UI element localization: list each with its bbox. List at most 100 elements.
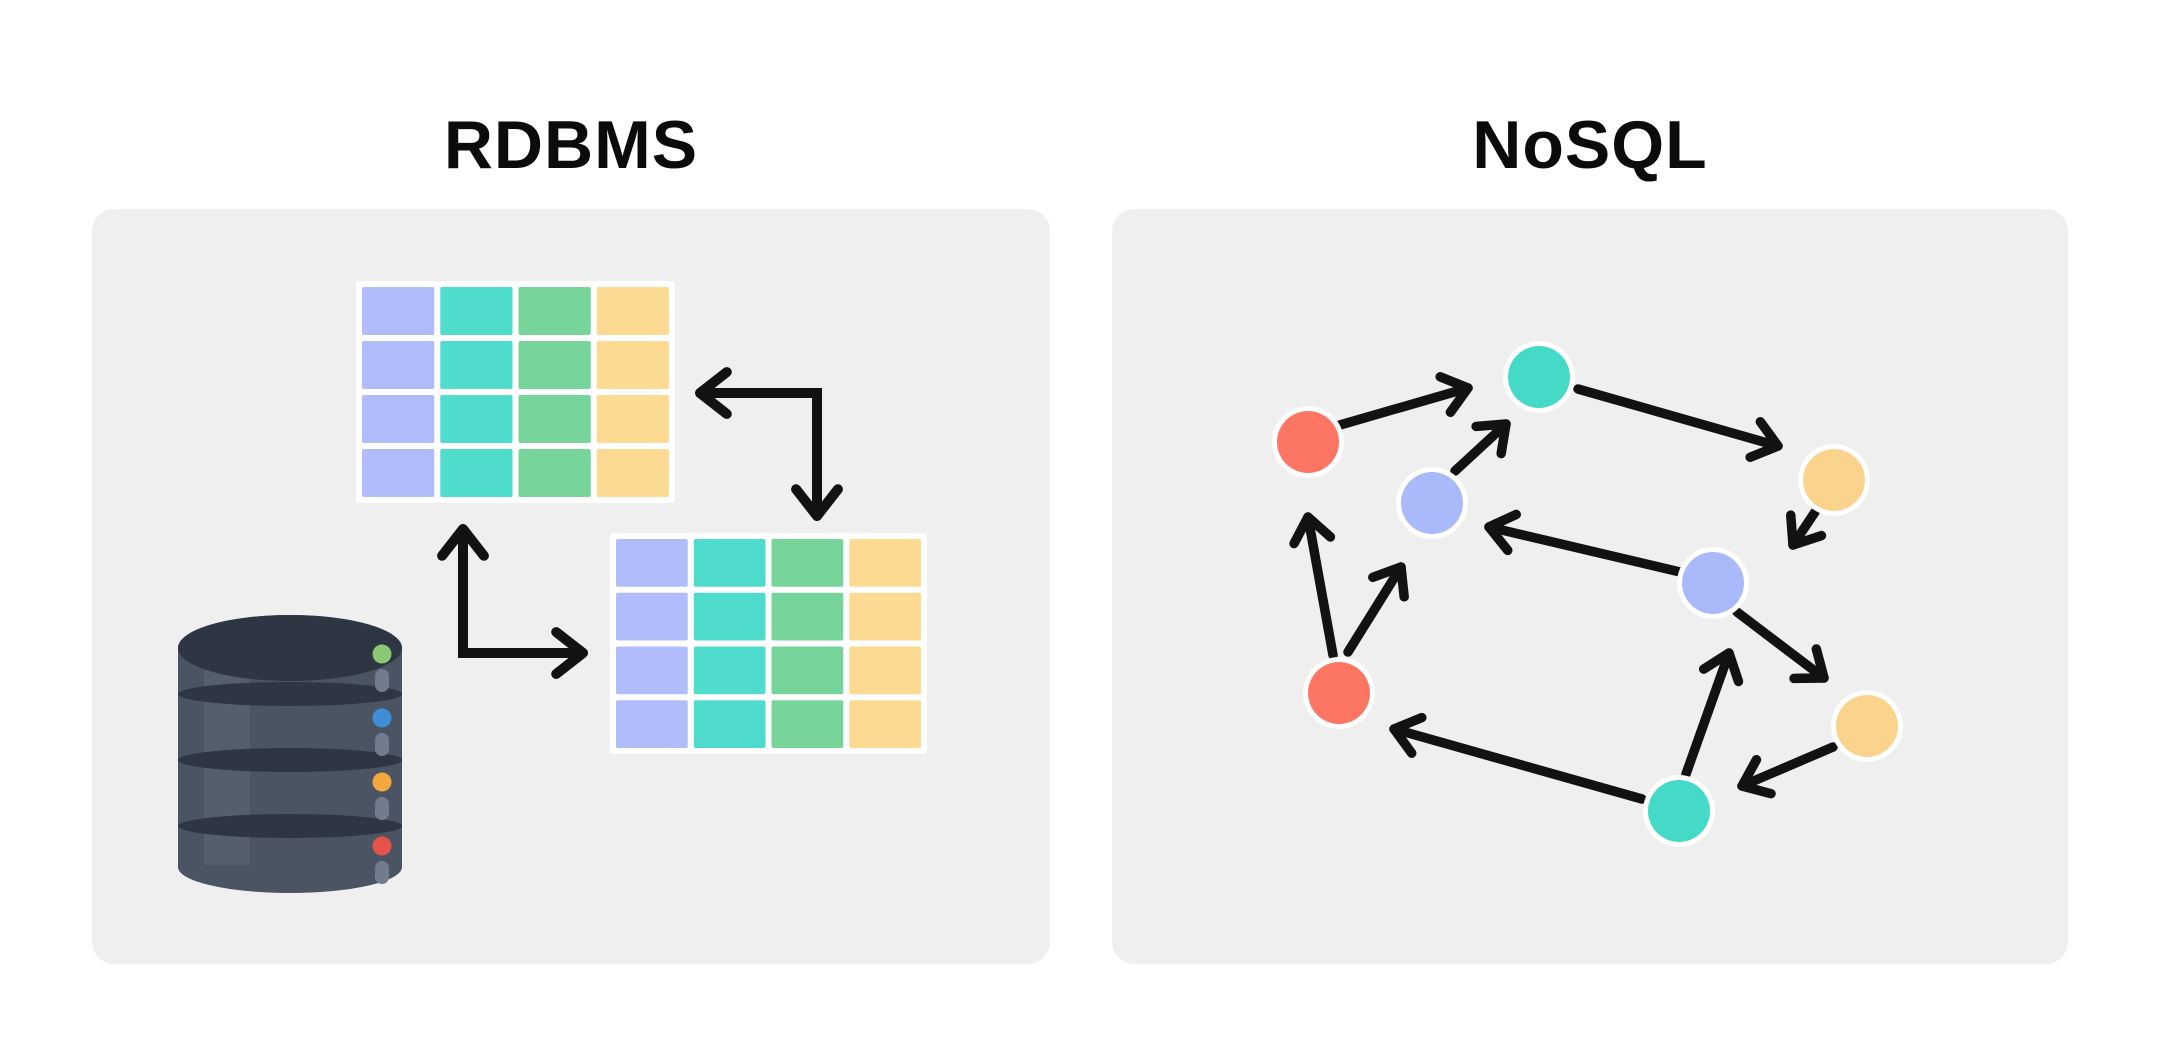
elbow-arrow-line <box>458 529 583 658</box>
led-slot <box>375 669 389 692</box>
table-cell <box>362 395 435 443</box>
edge-blue-2-to-yellow-2 <box>1732 607 1829 684</box>
table-cell <box>362 449 435 497</box>
table-cell <box>440 287 513 335</box>
table-cell <box>616 592 688 641</box>
table-cell <box>616 646 688 695</box>
edge-line <box>1335 383 1473 430</box>
table-cell <box>596 395 669 443</box>
graph-node-blue-1 <box>1396 467 1468 539</box>
graph-node-red-2 <box>1303 657 1375 729</box>
edge-blue-2-to-blue-1 <box>1484 509 1685 577</box>
led-light <box>372 644 392 664</box>
graph-node-blue-2 <box>1677 547 1749 619</box>
edge-yellow-2-to-teal-2 <box>1737 742 1838 799</box>
arrowhead <box>1368 562 1409 602</box>
edge-teal-2-to-red-2 <box>1389 712 1647 804</box>
node-circle <box>1648 780 1710 842</box>
rdbms-title: RDBMS <box>443 107 699 183</box>
table-cell <box>849 646 921 695</box>
graph-node-yellow-1 <box>1798 444 1870 516</box>
arrowhead <box>1698 648 1744 687</box>
edge-line <box>1343 562 1406 657</box>
edge-yellow-1-to-blue-2 <box>1786 507 1827 550</box>
node-circle <box>1401 472 1463 534</box>
table-cell <box>440 395 513 443</box>
node-circle <box>1508 346 1570 408</box>
table-cell <box>693 539 766 587</box>
graph-node-teal-2 <box>1643 775 1715 847</box>
table-cell <box>693 700 766 748</box>
table-cell <box>596 287 669 335</box>
node-circle <box>1836 695 1898 757</box>
table-cell <box>693 646 766 695</box>
arrowhead <box>437 524 489 561</box>
edge-teal-2-to-blue-2 <box>1681 648 1744 779</box>
arrowhead <box>1789 644 1829 684</box>
relational-table-1 <box>356 281 675 503</box>
arrowhead <box>1389 712 1427 758</box>
table-background <box>356 281 675 503</box>
edge-line <box>1737 742 1838 791</box>
arrowhead <box>1471 419 1511 459</box>
table-cell <box>362 341 435 389</box>
arrowhead <box>1786 510 1827 550</box>
database-top-face <box>178 615 402 681</box>
table-cell <box>518 449 591 497</box>
edge-line <box>1389 724 1647 804</box>
led-light <box>372 708 392 728</box>
arrowhead <box>1435 372 1473 418</box>
table-cell <box>771 646 844 695</box>
graph-node-yellow-2 <box>1831 690 1903 762</box>
database-cylinder-icon <box>178 615 402 893</box>
table-cell <box>771 539 844 587</box>
edge-line <box>1484 522 1685 577</box>
led-slot <box>375 733 389 756</box>
edge-line <box>1681 648 1734 779</box>
node-circle <box>1308 662 1370 724</box>
arrowhead <box>1484 509 1521 556</box>
elbow-arrow-1 <box>695 367 843 521</box>
table-cell <box>518 341 591 389</box>
edge-red-2-to-blue-1 <box>1343 562 1409 657</box>
relational-table-2 <box>610 533 927 754</box>
table-background <box>610 533 927 754</box>
table-cell <box>518 395 591 443</box>
disk-separator <box>178 682 402 706</box>
arrowhead <box>695 367 732 419</box>
disk-separator <box>178 748 402 772</box>
table-cell <box>849 700 921 748</box>
graph-node-teal-1 <box>1503 341 1575 413</box>
edge-red-2-to-red-1 <box>1289 512 1338 660</box>
table-cell <box>771 700 844 748</box>
table-cell <box>440 341 513 389</box>
nosql-panel <box>1112 209 2068 964</box>
table-cell <box>771 592 844 641</box>
table-cell <box>849 592 921 641</box>
edge-line <box>1732 607 1829 683</box>
edge-line <box>1573 384 1783 451</box>
edge-line <box>1450 419 1511 476</box>
table-cell <box>596 449 669 497</box>
table-cell <box>849 539 921 587</box>
elbow-arrow-2 <box>437 524 588 679</box>
node-circle <box>1682 552 1744 614</box>
edge-line <box>1303 512 1338 660</box>
elbow-arrow-line <box>700 388 822 516</box>
node-circle <box>1803 449 1865 511</box>
edge-teal-1-to-yellow-1 <box>1573 384 1783 463</box>
arrowhead <box>1745 417 1783 463</box>
arrowhead <box>551 627 588 679</box>
edge-red-1-to-teal-1 <box>1335 372 1473 430</box>
led-slot <box>375 861 389 884</box>
led-light <box>372 836 392 856</box>
table-cell <box>362 287 435 335</box>
node-circle <box>1277 411 1339 473</box>
arrowhead <box>1737 754 1776 799</box>
arrowhead <box>1289 512 1336 549</box>
table-cell <box>616 700 688 748</box>
edge-blue-1-to-teal-1 <box>1450 419 1511 476</box>
table-cell <box>693 592 766 641</box>
